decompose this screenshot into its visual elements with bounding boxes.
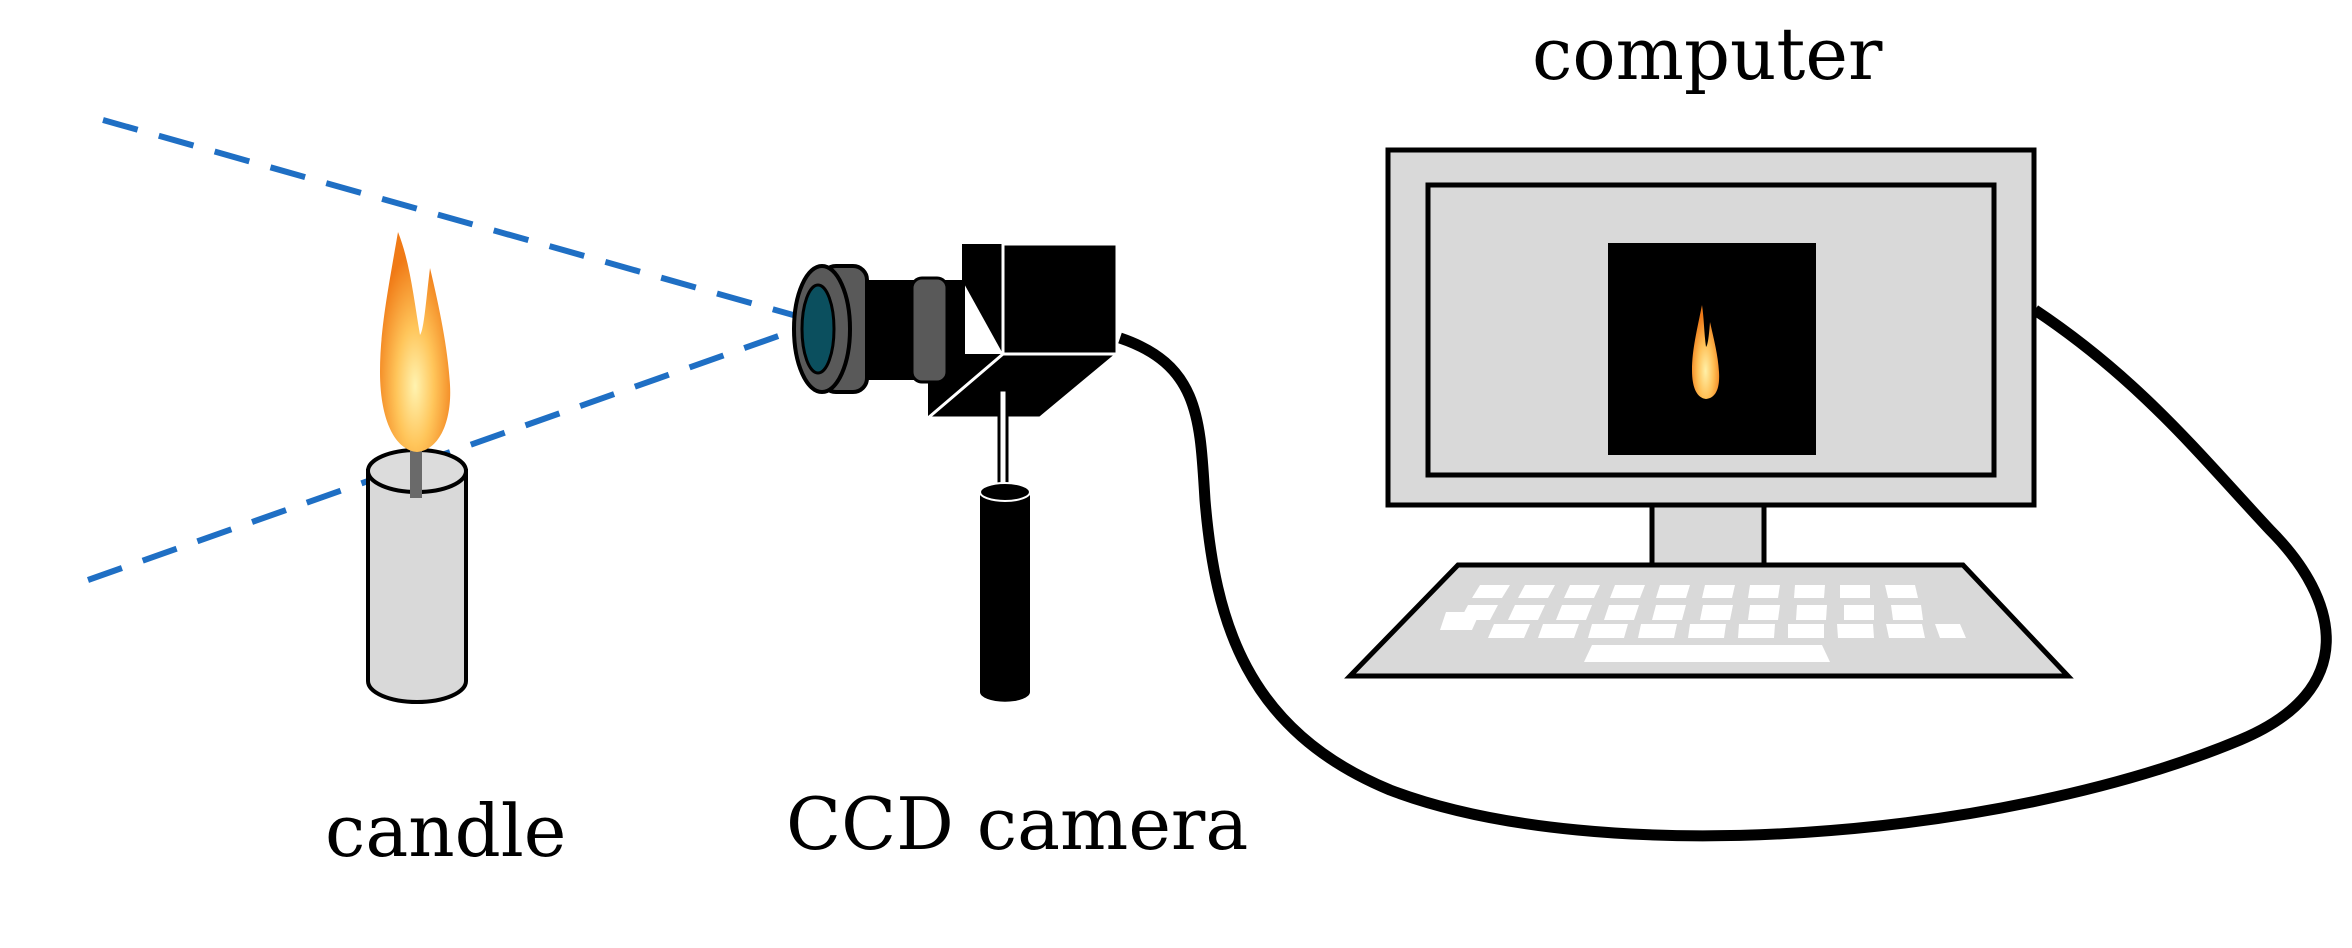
keyboard-spacebar: [1584, 645, 1830, 662]
candle-body: [366, 469, 468, 704]
field-of-view-lines: [87, 117, 819, 583]
camera-lens-band: [910, 276, 949, 384]
fov-upper-line: [102, 117, 819, 325]
monitor-neck: [1649, 502, 1767, 568]
flame-icon: [380, 232, 451, 452]
computer-icon: [1344, 147, 2074, 679]
camera-stand: [980, 492, 1030, 702]
camera-lens-glass: [800, 283, 836, 375]
ccd-camera-icon: [792, 242, 1122, 702]
screen-flame-icon: [1692, 305, 1720, 399]
computer-label: computer: [1532, 12, 1883, 96]
camera-stand-top: [979, 482, 1031, 502]
keyboard-keys: [1440, 585, 1966, 662]
fov-lower-line: [87, 319, 819, 583]
candle-label: candle: [325, 789, 567, 873]
ccd-camera-label: CCD camera: [786, 782, 1249, 866]
camera-mount-pin: [997, 388, 1009, 492]
candle-icon: [366, 232, 468, 704]
camera-box-face: [1001, 242, 1119, 356]
data-cable: [1118, 305, 2332, 842]
